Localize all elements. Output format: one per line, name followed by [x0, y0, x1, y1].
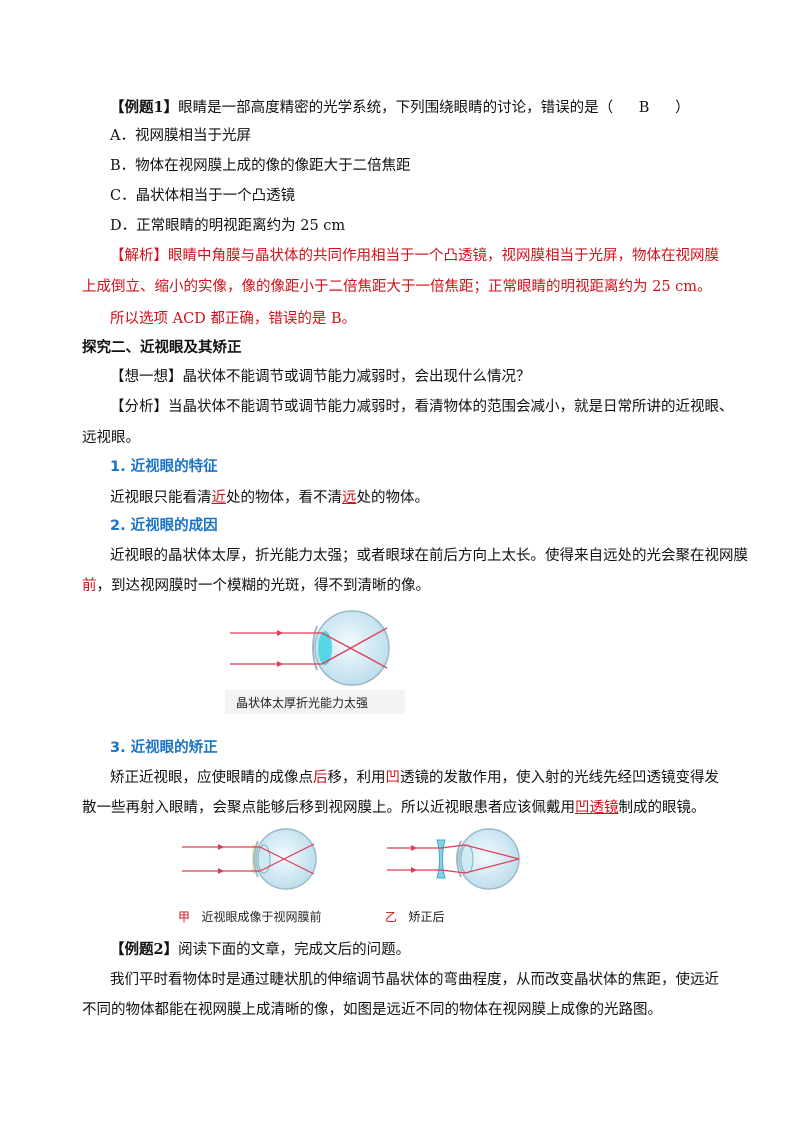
example1-close: ）	[675, 100, 690, 116]
figure2b-text: 矫正后	[408, 910, 445, 924]
sub3-text-c: 透镜的发散作用，使入射的光线先经凹透镜变得发	[400, 770, 719, 786]
example2-line: 【例题2】阅读下面的文章，完成文后的问题。	[110, 940, 410, 960]
arrow-top-icon	[277, 630, 283, 636]
arrow-bottom-icon	[277, 661, 283, 667]
corrected-diagram	[387, 828, 521, 890]
sub1-far: 远	[342, 490, 357, 506]
concave-lens-icon	[436, 839, 446, 879]
section-heading: 探究二、近视眼及其矫正	[82, 339, 242, 356]
example2-para-2: 不同的物体都能在视网膜上成清晰的像，如图是远近不同的物体在视网膜上成像的光路图。	[82, 1002, 662, 1018]
sub3-text-e: 制成的眼镜。	[618, 800, 706, 816]
example1-tag: 【例题1】	[110, 99, 179, 116]
eyeball-a-icon	[255, 828, 317, 890]
sub3-text-b: 移，利用	[327, 770, 386, 786]
refracted-b-top	[440, 844, 520, 860]
sub3-line-1: 矫正近视眼，应使眼睛的成像点后移，利用凹透镜的发散作用，使入射的光线先经凹透镜变…	[110, 768, 719, 788]
refracted-ray-top	[321, 632, 388, 669]
sub2-front: 前	[82, 578, 97, 594]
sub1-text-a: 近视眼只能看清	[110, 490, 212, 506]
analyze-line-2: 远视眼。	[82, 430, 140, 446]
arrow-b-top-icon	[411, 845, 417, 851]
cornea-a-icon	[253, 840, 259, 878]
analyze-line-1: 【分析】当晶状体不能调节或调节能力减弱时，看清物体的范围会减小，就是日常所讲的近…	[110, 397, 734, 417]
analyze-text-1: 当晶状体不能调节或调节能力减弱时，看清物体的范围会减小，就是日常所讲的近视眼、	[168, 399, 734, 415]
myopia-image-diagram	[182, 828, 317, 890]
analysis-tag: 【解析】	[110, 248, 168, 264]
sub1-near: 近	[211, 490, 227, 506]
example1-question-text: 眼睛是一部高度精密的光学系统，下列围绕眼睛的讨论，错误的是（	[178, 100, 614, 116]
refracted-b-bottom	[440, 858, 520, 874]
sub3-text-d: 散一些再射入眼睛，会聚点能够后移到视网膜上。所以近视眼患者应该佩戴用	[82, 800, 575, 816]
lens-b-icon	[460, 844, 474, 874]
think-text: 晶状体不能调节或调节能力减弱时，会出现什么情况？	[182, 369, 531, 385]
sub3-concave: 凹	[385, 770, 401, 786]
analysis-line-1: 【解析】眼睛中角膜与晶状体的共同作用相当于一个凸透镜，视网膜相当于光屏，物体在视…	[110, 246, 719, 266]
option-b: B．物体在视网膜上成的像的像距大于二倍焦距	[110, 158, 411, 174]
sub1-text-b: 处的物体，看不清	[226, 490, 342, 506]
refracted-a-top	[259, 846, 315, 875]
analysis-text-1: 眼睛中角膜与晶状体的共同作用相当于一个凸透镜，视网膜相当于光屏，物体在视网膜	[168, 248, 719, 264]
cornea-b-icon	[456, 840, 462, 878]
option-c: C．晶状体相当于一个凸透镜	[110, 188, 296, 204]
example1-answer: B	[638, 100, 650, 116]
sub3-text-a: 矫正近视眼，应使眼睛的成像点	[110, 770, 313, 786]
sub1-text-c: 处的物体。	[356, 490, 430, 506]
sub3-line-2: 散一些再射入眼睛，会聚点能够后移到视网膜上。所以近视眼患者应该佩戴用凹透镜制成的…	[82, 798, 706, 818]
caption-band	[225, 690, 405, 714]
figure2a-caption: 甲 近视眼成像于视网膜前	[178, 908, 321, 925]
figure2a-label: 甲	[178, 910, 191, 924]
cornea-icon	[312, 625, 318, 671]
figure2b-caption: 乙 矫正后	[385, 908, 444, 925]
figure2b-label: 乙	[385, 910, 398, 924]
analysis-line-2: 上成倒立、缩小的实像，像的像距小于二倍焦距大于一倍焦距；正常眼睛的明视距离约为 …	[82, 279, 712, 295]
option-a: A．视网膜相当于光屏	[110, 128, 251, 144]
arrow-b-bottom-icon	[411, 867, 417, 873]
myopia-eye-diagram	[225, 610, 405, 714]
sub2-line-1: 近视眼的晶状体太厚，折光能力太强；或者眼球在前后方向上太长。使得来自远处的光会聚…	[110, 548, 748, 564]
thick-lens-icon	[318, 631, 332, 665]
example2-text: 阅读下面的文章，完成文后的问题。	[178, 942, 411, 958]
sub3-back: 后	[313, 770, 328, 786]
option-d: D．正常眼睛的明视距离约为 25 cm	[110, 218, 346, 234]
example1-question: 【例题1】眼睛是一部高度精密的光学系统，下列围绕眼睛的讨论，错误的是（ B ）	[110, 98, 690, 118]
refracted-ray-bottom	[321, 627, 388, 665]
figure1-caption: 晶状体太厚折光能力太强	[236, 696, 369, 710]
sub1-text: 近视眼只能看清近处的物体，看不清远处的物体。	[110, 488, 429, 508]
think-line: 【想一想】晶状体不能调节或调节能力减弱时，会出现什么情况？	[110, 367, 531, 387]
subheading-2: 2. 近视眼的成因	[110, 518, 218, 534]
sub3-lens: 凹透镜	[575, 800, 619, 816]
arrow-a-bottom-icon	[218, 868, 224, 874]
sub2-text-2: ，到达视网膜时一个模糊的光斑，得不到清晰的像。	[96, 578, 431, 594]
subheading-1: 1. 近视眼的特征	[110, 459, 218, 475]
subheading-3: 3. 近视眼的矫正	[110, 740, 218, 756]
figure2a-text: 近视眼成像于视网膜前	[201, 910, 322, 924]
think-tag: 【想一想】	[110, 369, 183, 385]
lens-a-icon	[257, 844, 271, 874]
refracted-a-bottom	[259, 843, 315, 872]
analysis-line-3: 所以选项 ACD 都正确，错误的是 B。	[110, 311, 357, 327]
sub2-line-2: 前，到达视网膜时一个模糊的光斑，得不到清晰的像。	[82, 576, 430, 596]
arrow-a-top-icon	[218, 844, 224, 850]
example2-para-1: 我们平时看物体时是通过睫状肌的伸缩调节晶状体的弯曲程度，从而改变晶状体的焦距，使…	[110, 972, 719, 988]
example2-tag: 【例题2】	[110, 941, 179, 958]
analyze-tag: 【分析】	[110, 399, 168, 415]
